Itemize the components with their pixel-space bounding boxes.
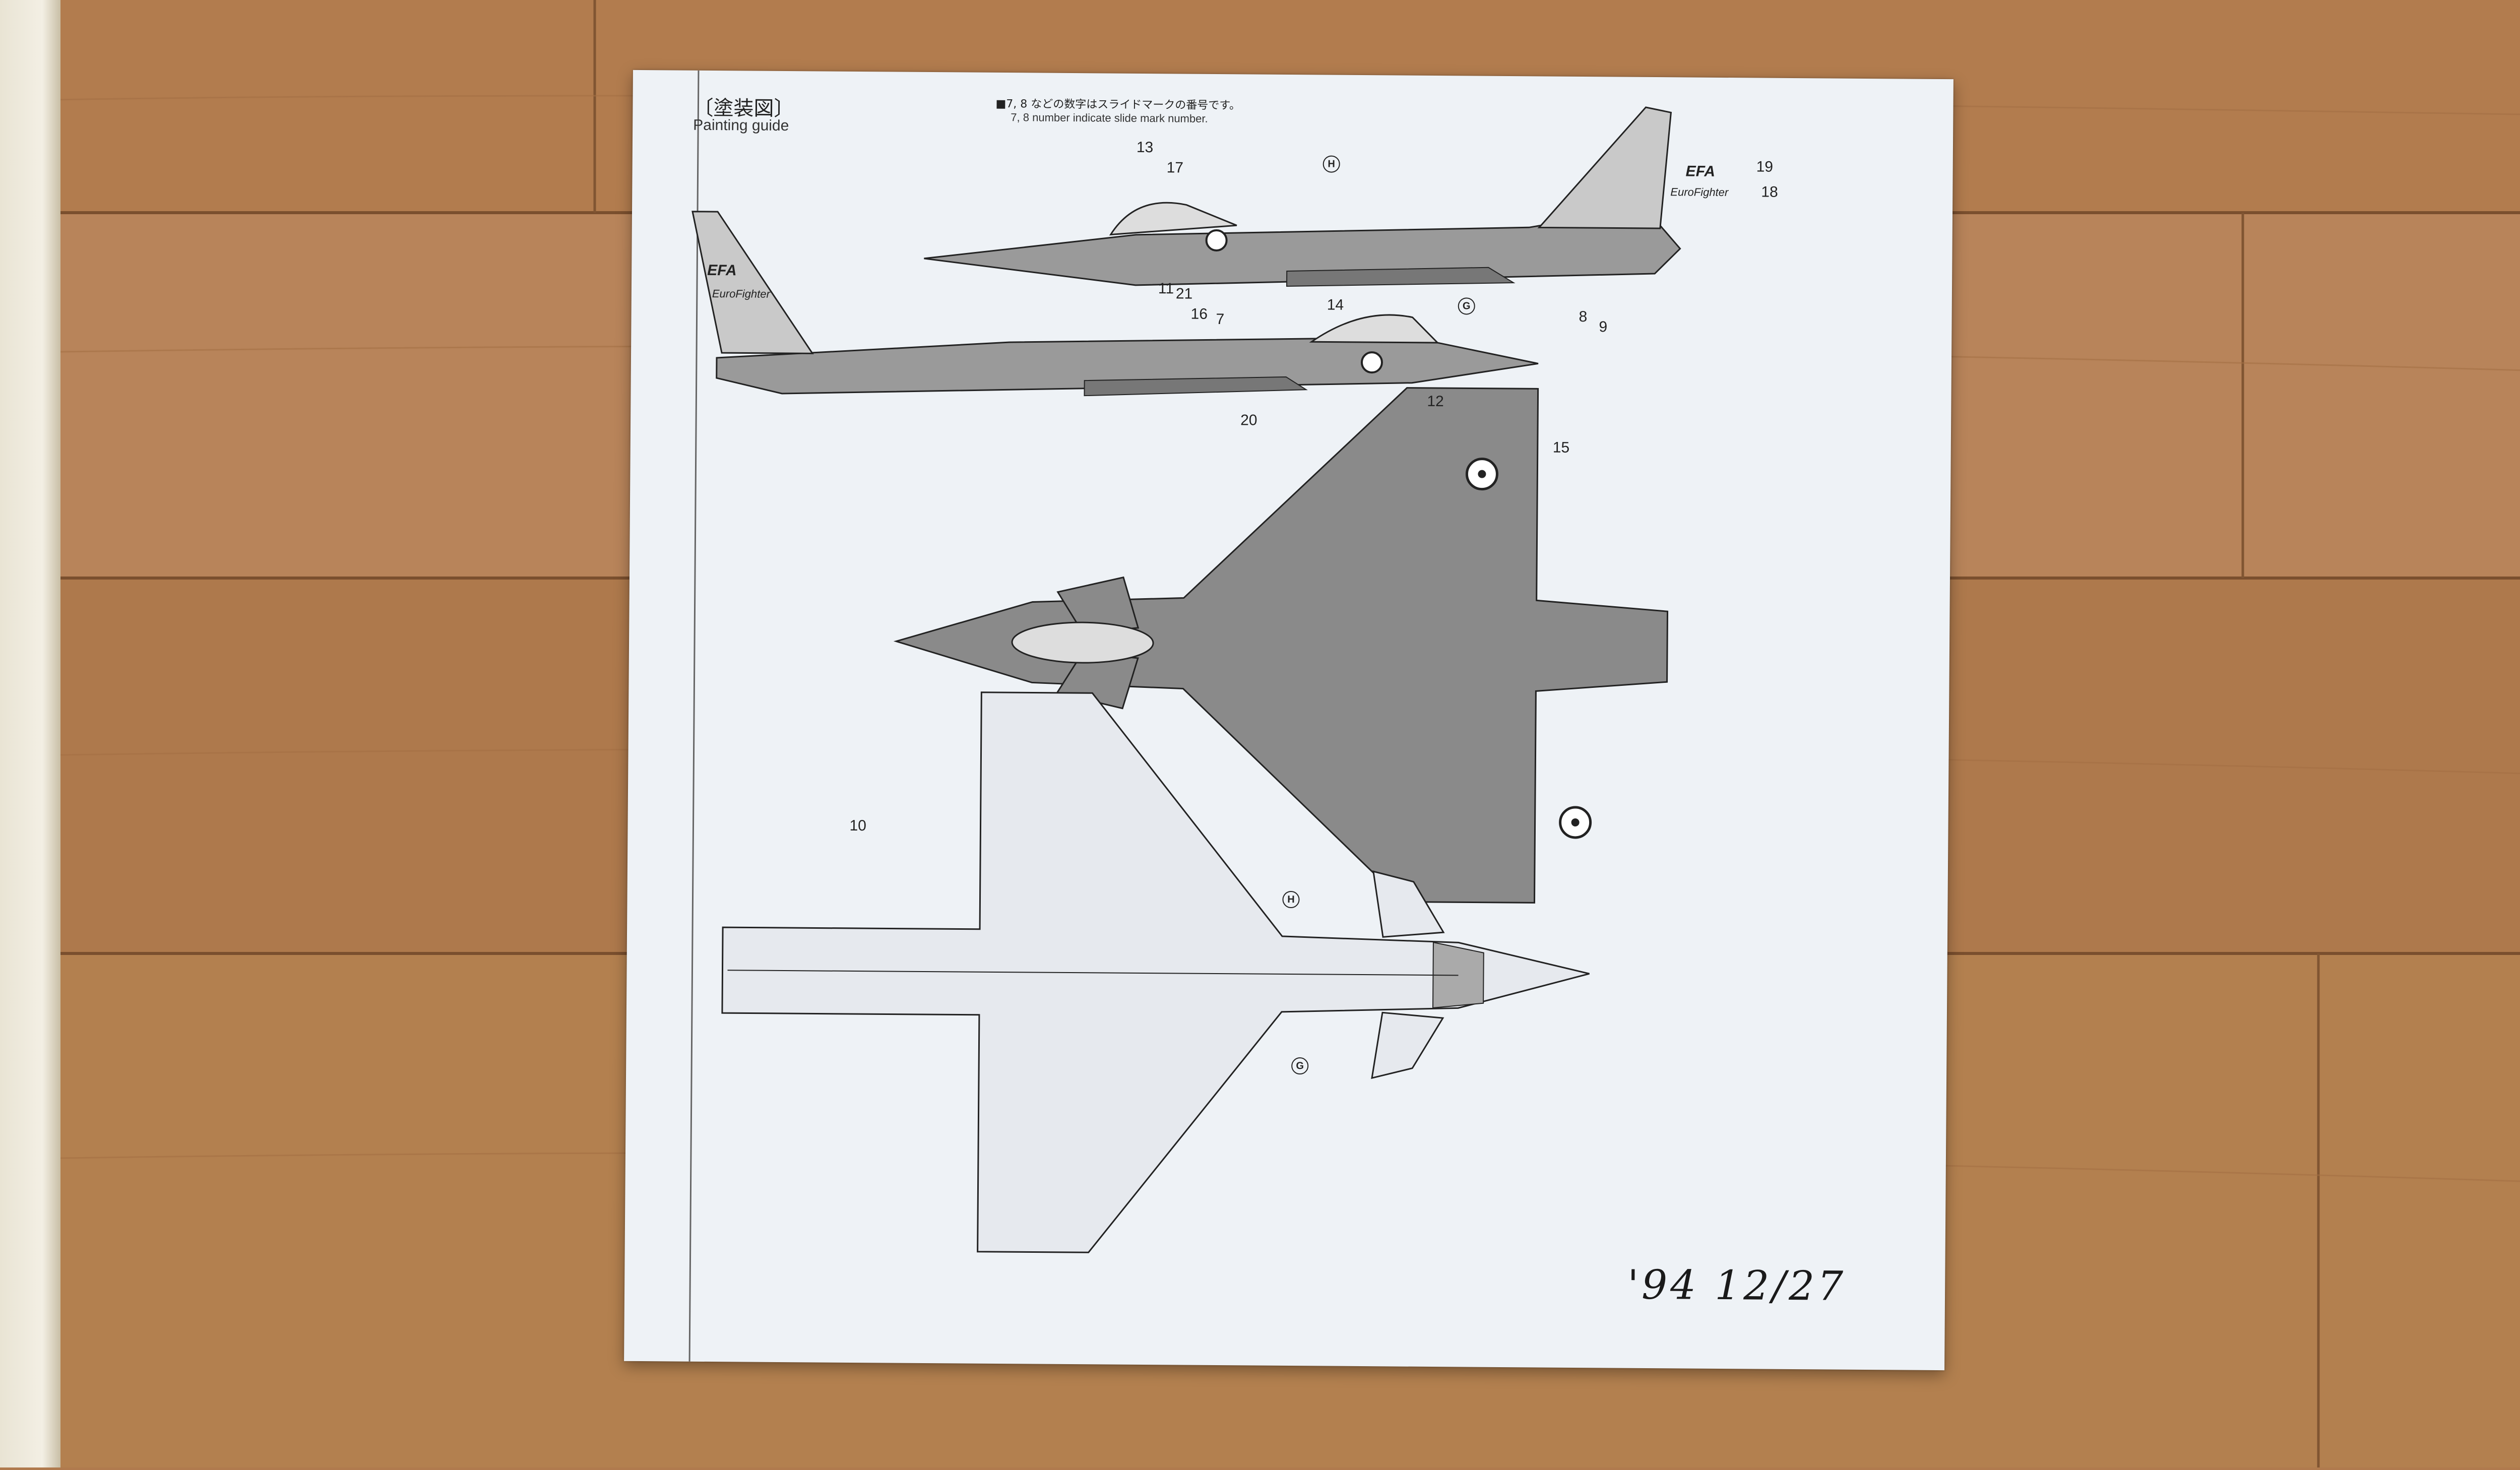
slide-mark-note-en: 7, 8 number indicate slide mark number. — [1011, 111, 1208, 125]
callout-8: 8 — [1579, 308, 1588, 326]
margin-line — [688, 70, 700, 1362]
callout-16: 16 — [1190, 305, 1208, 323]
callout-10: 10 — [849, 817, 867, 835]
tail-mark-eurofighter-side: EuroFighter — [712, 287, 770, 300]
callout-17: 17 — [1166, 159, 1184, 176]
aircraft-drawings — [688, 70, 1681, 1362]
side-view-middle — [691, 211, 1539, 397]
bottom-view — [721, 691, 1590, 1253]
painting-guide-sheet: 〔塗装図〕 Painting guide ■7, 8 などの数字はスライドマーク… — [624, 70, 1954, 1371]
color-badge-g: G — [1458, 297, 1475, 315]
callout-15: 15 — [1552, 439, 1570, 456]
color-badge-g-bottom: G — [1291, 1057, 1309, 1075]
side-view-top — [924, 106, 1681, 287]
callout-18: 18 — [1761, 183, 1778, 201]
color-badge-h-bottom: H — [1282, 890, 1300, 909]
callout-21: 21 — [1175, 285, 1193, 302]
tail-mark-eurofighter-top: EuroFighter — [1670, 185, 1729, 199]
guide-heading-en: Painting guide — [693, 116, 789, 135]
callout-11: 11 — [1158, 280, 1174, 297]
book-edge — [0, 0, 60, 1467]
callout-20: 20 — [1240, 412, 1257, 429]
slide-mark-note-jp: ■7, 8 などの数字はスライドマークの番号です。 — [995, 97, 1241, 112]
callout-12: 12 — [1427, 393, 1444, 410]
tail-mark-efa-side: EFA — [707, 262, 737, 279]
callout-19: 19 — [1756, 158, 1774, 175]
tail-mark-efa-top: EFA — [1685, 163, 1716, 180]
color-badge-h: H — [1322, 155, 1340, 173]
callout-14: 14 — [1327, 296, 1344, 313]
callout-9: 9 — [1599, 318, 1608, 336]
callout-13: 13 — [1136, 139, 1154, 156]
callout-7: 7 — [1216, 310, 1225, 328]
handwritten-date: '94 12/27 — [1627, 1261, 1847, 1310]
